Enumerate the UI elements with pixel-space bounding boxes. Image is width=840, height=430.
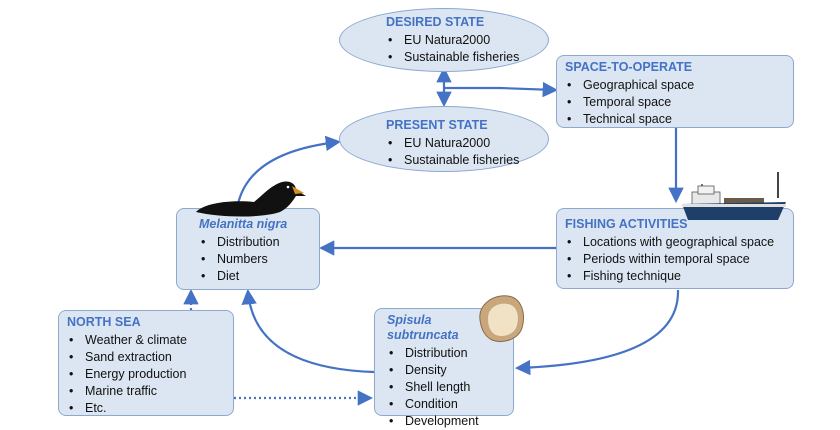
list-item: Geographical space xyxy=(565,77,785,94)
north-sea-title: NORTH SEA xyxy=(67,315,141,329)
ship-illustration xyxy=(682,172,786,220)
fishing-activities-node: FISHING ACTIVITIES Locations with geogra… xyxy=(556,208,794,289)
north-sea-list: Weather & climate Sand extraction Energy… xyxy=(67,332,225,417)
list-item: Energy production xyxy=(67,366,225,383)
list-item: Temporal space xyxy=(565,94,785,111)
spisula-subtruncata-list: Distribution Density Shell length Condit… xyxy=(387,345,505,430)
melanitta-nigra-node: Melanitta nigra Distribution Numbers Die… xyxy=(176,208,320,290)
list-item: Density xyxy=(387,362,505,379)
fishing-activities-list: Locations with geographical space Period… xyxy=(565,234,785,285)
list-item: Development xyxy=(387,413,505,430)
list-item: Condition xyxy=(387,396,505,413)
list-item: Etc. xyxy=(67,400,225,417)
list-item: Periods within temporal space xyxy=(565,251,785,268)
list-item: Sand extraction xyxy=(67,349,225,366)
list-item: Marine traffic xyxy=(67,383,225,400)
list-item: Diet xyxy=(199,268,311,285)
list-item: Locations with geographical space xyxy=(565,234,785,251)
list-item: Distribution xyxy=(199,234,311,251)
present-state-node: PRESENT STATE EU Natura2000 Sustainable … xyxy=(339,106,549,172)
list-item: Sustainable fisheries xyxy=(386,152,548,169)
list-item: Distribution xyxy=(387,345,505,362)
arrow-to-space-to-operate xyxy=(444,81,559,98)
list-item: Weather & climate xyxy=(67,332,225,349)
list-item: EU Natura2000 xyxy=(386,135,548,152)
list-item: Fishing technique xyxy=(565,268,785,285)
arrows-layer xyxy=(183,66,684,406)
desired-state-node: DESIRED STATE EU Natura2000 Sustainable … xyxy=(339,8,549,72)
arrow-fishing-to-spisula xyxy=(514,289,680,376)
north-sea-node: NORTH SEA Weather & climate Sand extract… xyxy=(58,310,234,416)
present-state-title: PRESENT STATE xyxy=(386,118,488,132)
arrow-melanitta-to-present xyxy=(236,135,342,205)
melanitta-nigra-title: Melanitta nigra xyxy=(199,217,288,231)
space-to-operate-title: SPACE-TO-OPERATE xyxy=(565,60,693,74)
spisula-subtruncata-node: Spisula subtruncata Distribution Density… xyxy=(374,308,514,428)
desired-state-title: DESIRED STATE xyxy=(386,15,485,29)
spisula-subtruncata-title: Spisula subtruncata xyxy=(387,313,459,342)
space-to-operate-list: Geographical space Temporal space Techni… xyxy=(565,77,785,128)
list-item: Shell length xyxy=(387,379,505,396)
melanitta-nigra-list: Distribution Numbers Diet xyxy=(199,234,311,285)
space-to-operate-node: SPACE-TO-OPERATE Geographical space Temp… xyxy=(556,55,794,128)
arrow-spisula-to-melanitta xyxy=(241,288,375,374)
list-item: Numbers xyxy=(199,251,311,268)
desired-state-list: EU Natura2000 Sustainable fisheries xyxy=(386,32,548,66)
list-item: Sustainable fisheries xyxy=(386,49,548,66)
fishing-activities-title: FISHING ACTIVITIES xyxy=(565,217,688,231)
list-item: EU Natura2000 xyxy=(386,32,548,49)
shell-illustration xyxy=(479,295,524,342)
present-state-list: EU Natura2000 Sustainable fisheries xyxy=(386,135,548,169)
list-item: Technical space xyxy=(565,111,785,128)
duck-illustration xyxy=(196,181,306,217)
